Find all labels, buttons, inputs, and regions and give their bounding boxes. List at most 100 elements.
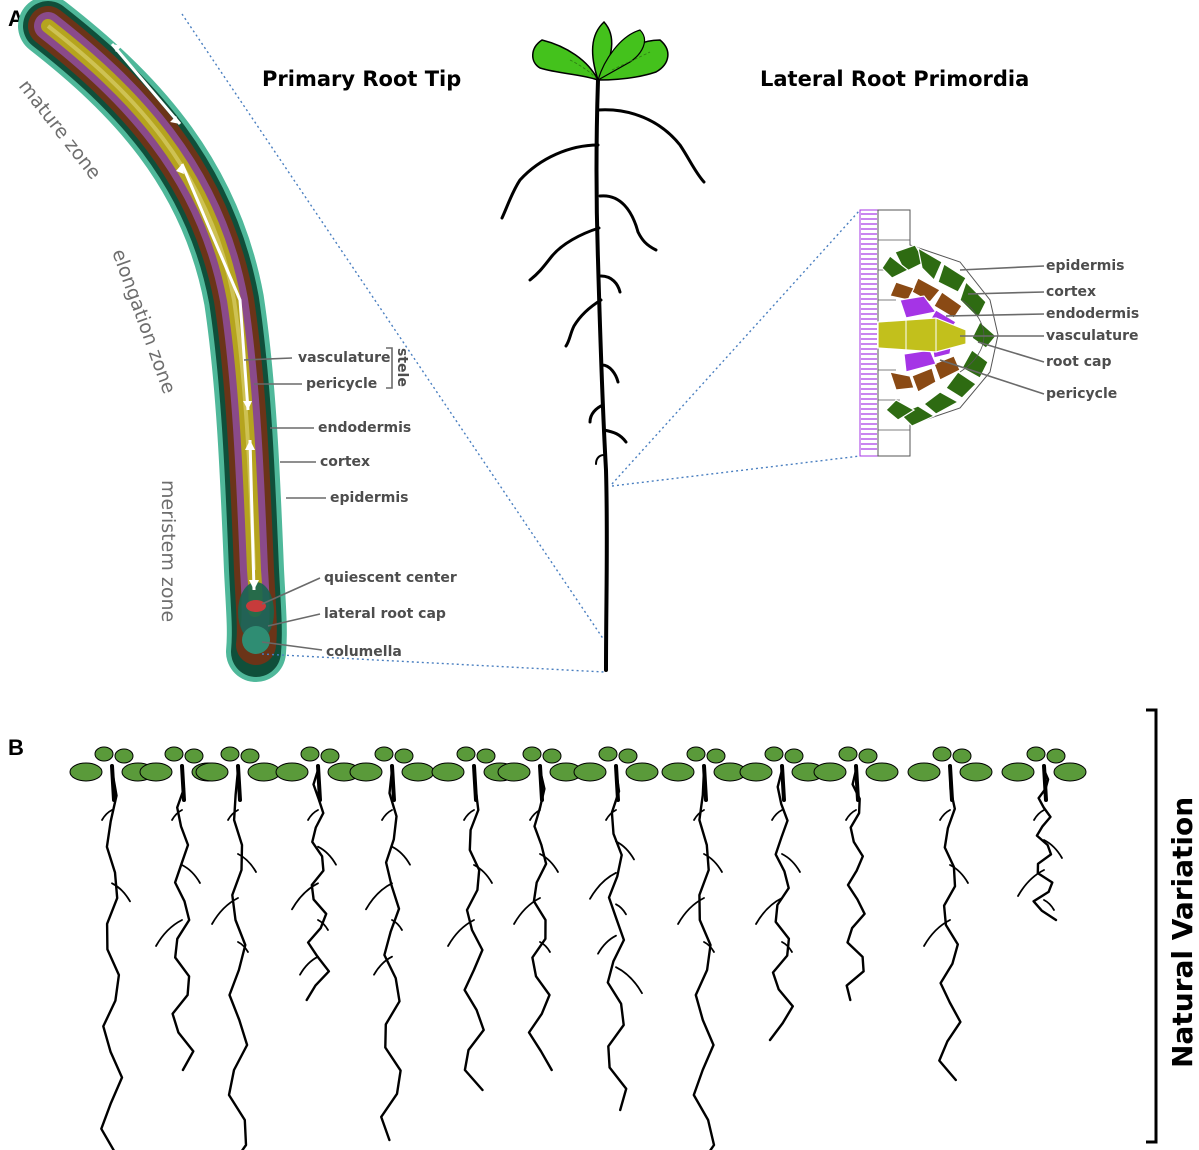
seedling-leaf [859, 749, 877, 763]
seedling-lateral-root [616, 967, 642, 993]
seedling-leaf [498, 763, 530, 781]
seedling-root [847, 770, 865, 1000]
seedling-lateral-root [598, 936, 616, 954]
seedling-leaf [599, 747, 617, 761]
seedling-hypocotyl [616, 766, 618, 800]
natural-variation-seedlings [70, 747, 1086, 1150]
seedling-lateral-root [464, 810, 474, 820]
seedling-leaf [1047, 749, 1065, 763]
seedling-leaf [165, 747, 183, 761]
seedling-leaf [619, 749, 637, 763]
seedling-hypocotyl [392, 766, 394, 800]
seedling [1002, 747, 1086, 920]
seedling-leaf [543, 749, 561, 763]
seedling-lateral-root [308, 810, 318, 820]
seedling-hypocotyl [474, 766, 476, 800]
seedling-leaf [523, 747, 541, 761]
label-endodermis-primordium: endodermis [1046, 306, 1139, 322]
seedling-lateral-root [1044, 900, 1054, 910]
seedling-leaf [1002, 763, 1034, 781]
panel-b-letter: B [8, 735, 24, 760]
seedling-leaf [350, 763, 382, 781]
seedling-leaf [457, 747, 475, 761]
seedling-leaf [185, 749, 203, 763]
seedling-hypocotyl [182, 766, 184, 800]
seedling-lateral-root [382, 810, 392, 820]
seedling-leaf [140, 763, 172, 781]
natural-variation-bracket [1146, 710, 1156, 1142]
seedling-leaf [765, 747, 783, 761]
seedling-leaf [301, 747, 319, 761]
seedling-leaf [662, 763, 694, 781]
seedling-leaf [432, 763, 464, 781]
seedling-lateral-root [1034, 810, 1044, 820]
seedling-leaf [908, 763, 940, 781]
label-pericycle-primordium: pericycle [1046, 386, 1117, 402]
seedling-lateral-root [772, 810, 782, 820]
seedling-leaf [402, 763, 434, 781]
label-stele: stele [394, 348, 410, 387]
seedling-leaf [740, 763, 772, 781]
primary-root-tip-title: Primary Root Tip [262, 67, 461, 91]
seedling-lateral-root [392, 847, 410, 865]
seedling-leaf [953, 749, 971, 763]
seedling-leaf [960, 763, 992, 781]
seedling-hypocotyl [112, 766, 114, 800]
label-epidermis-primordium: epidermis [1046, 258, 1124, 274]
label-cortex-primordium: cortex [1046, 284, 1096, 300]
seedling-leaf [276, 763, 308, 781]
seedling-leaf [321, 749, 339, 763]
label-endodermis-tip: endodermis [318, 420, 411, 436]
seedling-leaf [687, 747, 705, 761]
seedling-root [381, 770, 400, 1140]
seedling-root [228, 770, 247, 1150]
seedling-hypocotyl [540, 766, 542, 800]
seedling-root [101, 770, 122, 1150]
seedling-root [307, 770, 329, 1000]
seedling-leaf [574, 763, 606, 781]
seedling-lateral-root [474, 865, 492, 883]
seedling-hypocotyl [782, 766, 784, 800]
seedling-hypocotyl [318, 766, 320, 800]
seedling-leaf [866, 763, 898, 781]
seedling [814, 747, 898, 1000]
lateral-root-primordium [860, 210, 998, 456]
seedling-lateral-root [366, 883, 392, 909]
seedling-hypocotyl [856, 766, 858, 800]
seedling [498, 747, 582, 1070]
label-vasculature-tip: vasculature [298, 350, 390, 366]
label-cortex-tip: cortex [320, 454, 370, 470]
seedling-lateral-root [616, 904, 626, 914]
seedling-leaf [395, 749, 413, 763]
seedling-root [694, 770, 714, 1150]
seedling-lateral-root [182, 865, 200, 883]
seedling-leaf [477, 749, 495, 763]
label-lateral-root-cap: lateral root cap [324, 606, 446, 622]
seedling-leaf [70, 763, 102, 781]
seedling-hypocotyl [1044, 766, 1046, 800]
seedling-hypocotyl [238, 766, 240, 800]
seedling-leaf [196, 763, 228, 781]
seedling-leaf [1027, 747, 1045, 761]
seedling-lateral-root [112, 883, 130, 901]
meristem-zone-label: meristem zone [157, 480, 179, 622]
seedling [432, 747, 516, 1090]
label-root-cap-primordium: root cap [1046, 354, 1111, 370]
natural-variation-label: Natural Variation [1166, 797, 1199, 1068]
seedling [70, 747, 154, 1150]
seedling [196, 747, 280, 1150]
seedling-lateral-root [846, 810, 856, 820]
seedling-lateral-root [950, 865, 968, 883]
seedling-drawing [502, 22, 704, 670]
label-pericycle-tip: pericycle [306, 376, 377, 392]
seedling-leaf [933, 747, 951, 761]
seedling-lateral-root [514, 898, 540, 924]
seedling [740, 747, 824, 1040]
seedling [908, 747, 992, 1080]
seedling [276, 747, 360, 1000]
seedling-leaf [839, 747, 857, 761]
seedling-lateral-root [540, 942, 550, 952]
seedling-leaf [707, 749, 725, 763]
seedling-hypocotyl [950, 766, 952, 800]
seedling [140, 747, 224, 1070]
